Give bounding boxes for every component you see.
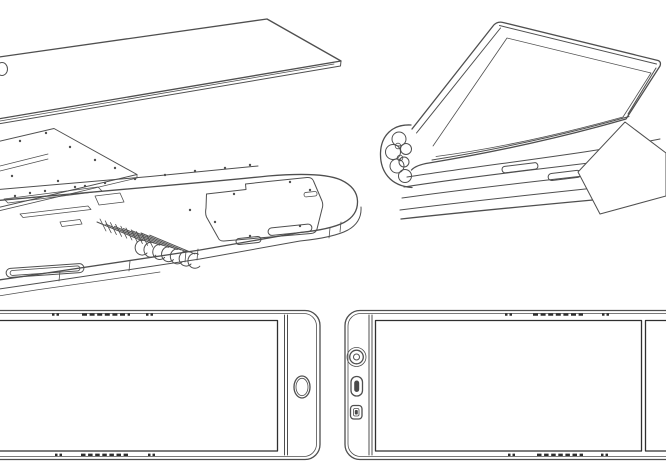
upper-half	[410, 21, 662, 171]
display-corner-sheet	[577, 121, 666, 215]
mid-plate-cutout	[205, 176, 324, 242]
sim-tray-slot	[303, 191, 318, 198]
rear-chassis	[0, 173, 362, 297]
figure-exploded-view	[0, 18, 362, 297]
home-button	[293, 375, 311, 399]
screen	[0, 319, 279, 452]
edge-slot	[5, 263, 85, 278]
volume-button-slot	[267, 223, 313, 236]
plate-screw-dots	[13, 163, 312, 238]
outer-frame	[344, 309, 666, 461]
ribbon-cable-tails	[96, 221, 196, 255]
function-button	[349, 404, 363, 420]
side-button-slot-1	[501, 162, 539, 174]
camera-opening	[0, 62, 8, 76]
charging-port	[350, 375, 364, 397]
end-cap	[284, 314, 311, 456]
end-cap	[346, 314, 373, 456]
figure-front-view-left	[0, 309, 321, 461]
hinge-lobes	[379, 124, 413, 189]
power-button-slot	[235, 236, 262, 245]
display-panel	[0, 18, 342, 125]
screen-left-panel	[374, 319, 643, 452]
film-layer	[0, 128, 138, 212]
screen-right-panel	[644, 319, 666, 452]
film-alignment-dots	[10, 131, 117, 195]
outer-frame	[0, 309, 321, 461]
mid-plate	[0, 163, 324, 242]
figure-folded-view	[379, 21, 666, 220]
figure-front-view-right	[344, 309, 666, 461]
flex-cable-bundle	[96, 218, 201, 269]
component-strips	[3, 186, 125, 227]
camera-lens	[346, 347, 367, 367]
